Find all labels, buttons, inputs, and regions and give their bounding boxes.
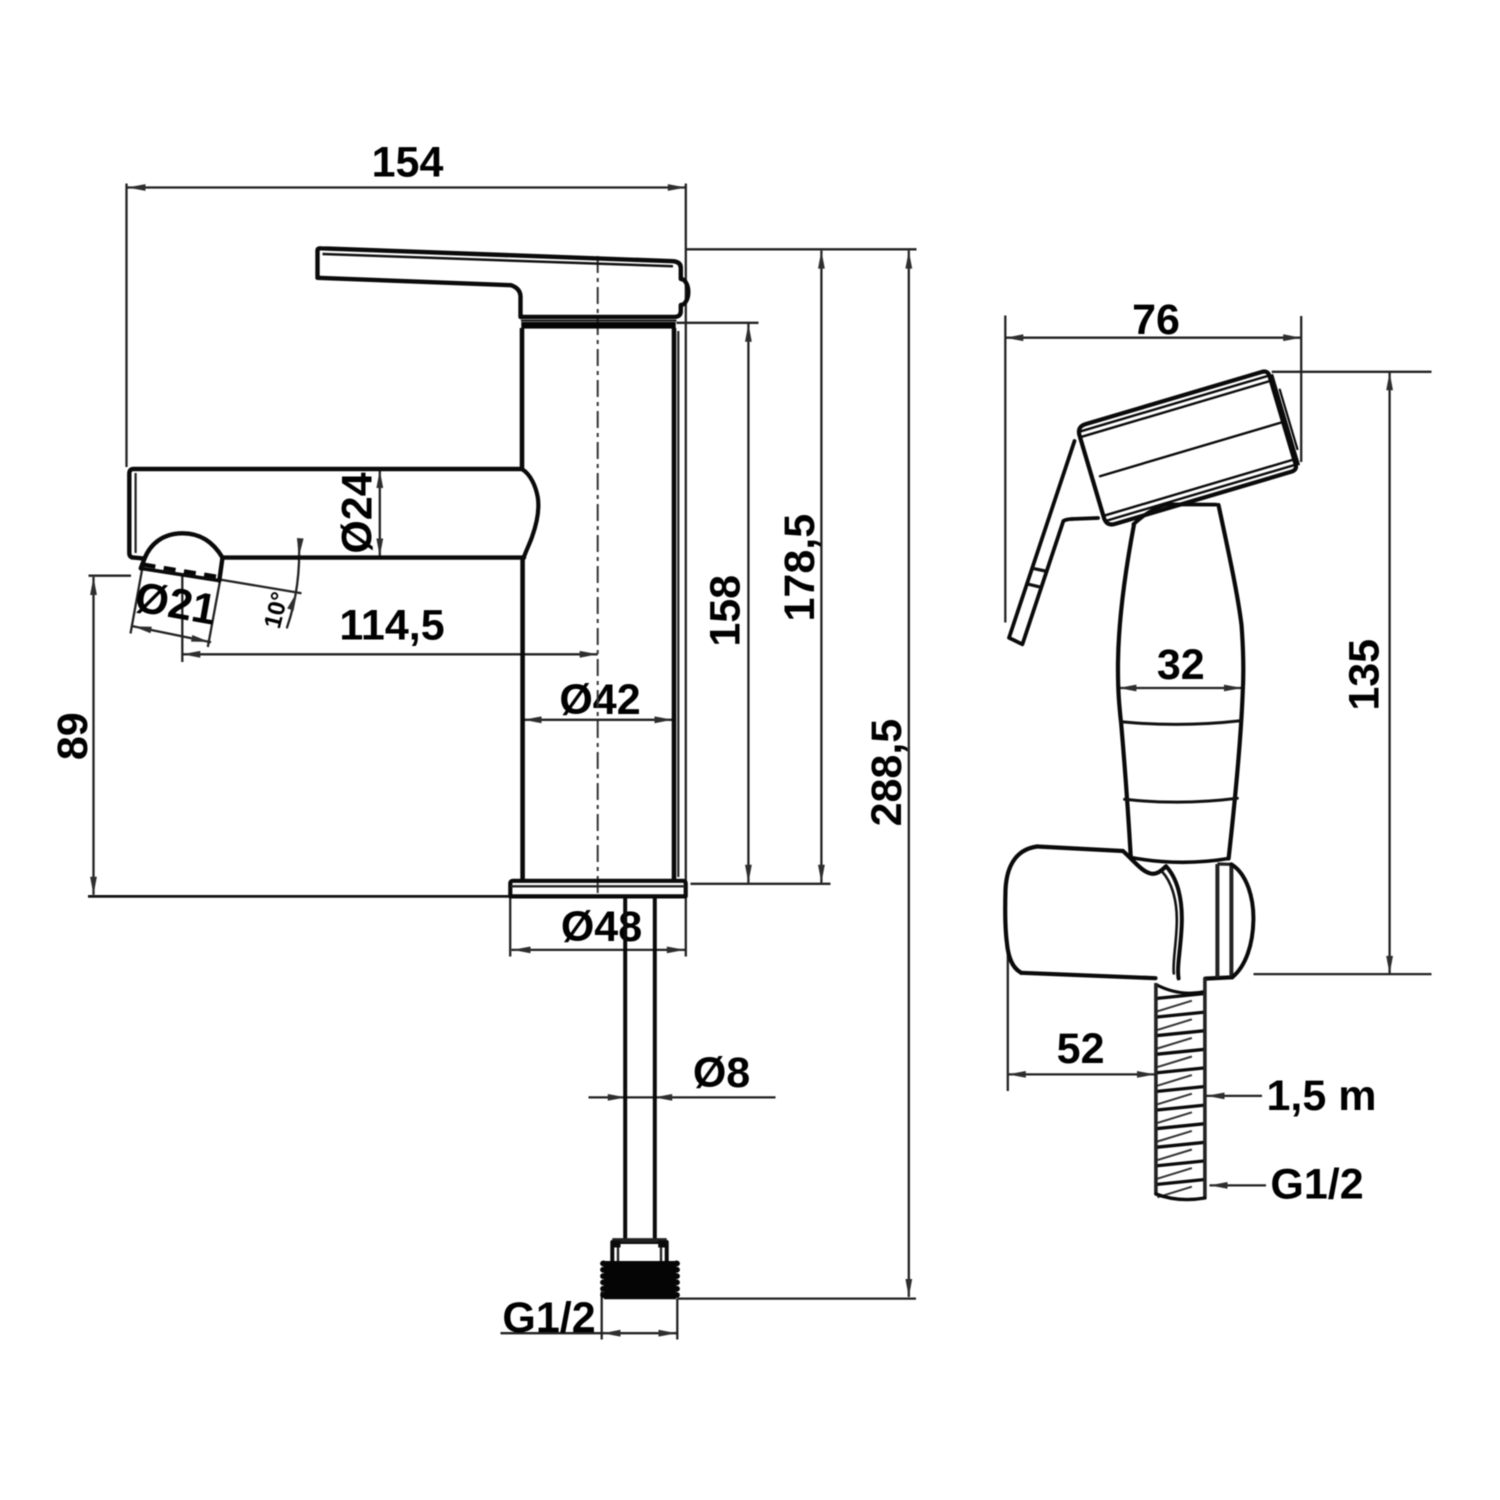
svg-text:Ø42: Ø42 bbox=[559, 676, 640, 724]
svg-text:G1/2: G1/2 bbox=[502, 1294, 595, 1342]
svg-text:Ø48: Ø48 bbox=[561, 903, 642, 951]
svg-text:114,5: 114,5 bbox=[339, 601, 444, 649]
svg-text:Ø8: Ø8 bbox=[693, 1049, 750, 1097]
svg-text:154: 154 bbox=[372, 138, 444, 186]
svg-text:1,5 m: 1,5 m bbox=[1267, 1072, 1377, 1120]
svg-text:158: 158 bbox=[701, 575, 749, 647]
svg-text:89: 89 bbox=[49, 712, 97, 760]
svg-text:32: 32 bbox=[1157, 641, 1205, 689]
svg-text:178,5: 178,5 bbox=[776, 514, 824, 622]
svg-text:288,5: 288,5 bbox=[863, 719, 911, 827]
svg-text:52: 52 bbox=[1057, 1025, 1105, 1073]
svg-text:135: 135 bbox=[1341, 639, 1389, 711]
svg-text:Ø24: Ø24 bbox=[333, 472, 381, 553]
svg-text:76: 76 bbox=[1132, 296, 1180, 344]
svg-text:G1/2: G1/2 bbox=[1270, 1161, 1363, 1209]
